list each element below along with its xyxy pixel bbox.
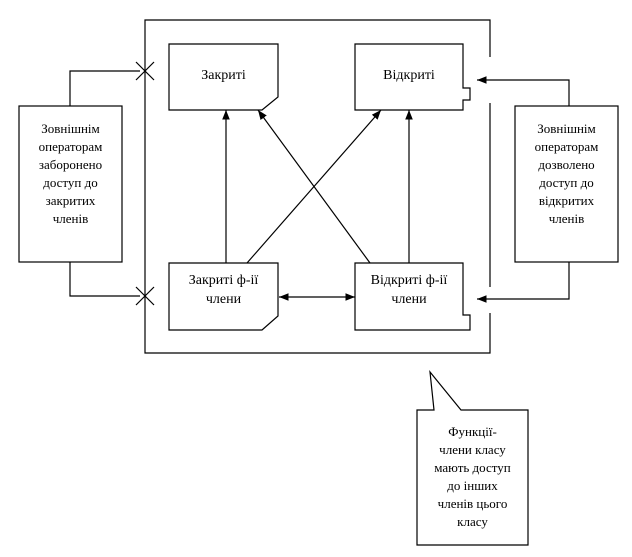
external-forbidden-note-box: [18, 105, 123, 263]
external-forbidden-note: Зовнішнім операторам заборонено доступ д…: [38, 121, 103, 226]
public-functions-label: Відкриті ф-ії члени: [370, 273, 448, 307]
forbidden-connector-bottom: [69, 262, 140, 297]
private-members-box: [168, 43, 279, 111]
public-members-label: Відкриті: [383, 68, 435, 83]
forbidden-connector-top: [69, 70, 140, 106]
public-functions-box: [354, 262, 471, 331]
blocked-cross-top-icon: [135, 61, 155, 81]
private-functions-box: [168, 262, 279, 331]
arrow-public-functions-to-private: [257, 109, 371, 264]
private-functions-label: Закриті ф-ії члени: [188, 273, 259, 307]
member-functions-callout: [416, 370, 529, 546]
class-boundary: [144, 19, 491, 354]
blocked-cross-bottom-icon: [135, 286, 155, 306]
allowed-arrow-to-public-functions: [477, 262, 570, 303]
external-allowed-note: Зовнішнім операторам дозволено доступ до…: [534, 121, 599, 226]
member-functions-note: Функції- члени класу мають доступ до інш…: [434, 424, 511, 529]
public-members-box: [354, 43, 471, 111]
private-members-label: Закриті: [201, 68, 246, 83]
allowed-arrow-to-public: [477, 76, 570, 106]
external-allowed-note-box: [514, 105, 619, 263]
